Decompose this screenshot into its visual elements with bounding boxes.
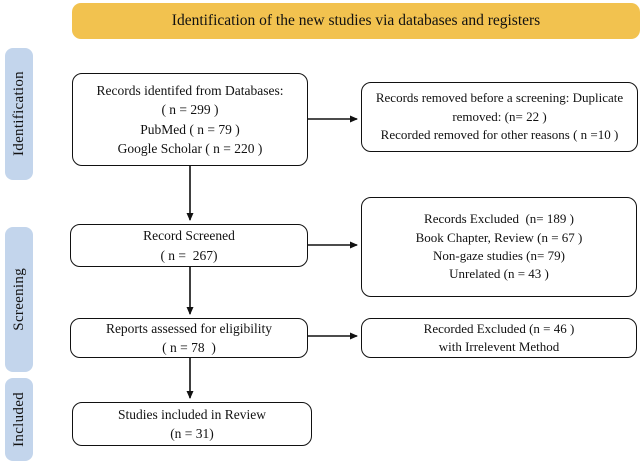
sidebar-stage-label: Identification (10, 71, 27, 157)
sidebar-stage-screening: Screening (5, 227, 33, 372)
box-line: Studies included in Review (117, 406, 267, 422)
box-line: Reports assessed for eligibility (105, 320, 273, 336)
flow-box-reports-excluded: Recorded Excluded (n = 46 ) with Irrelev… (361, 318, 637, 358)
flow-box-records-screened: Record Screened ( n = 267) (70, 224, 308, 267)
flow-box-reports-assessed: Reports assessed for eligibility ( n = 7… (70, 318, 308, 358)
box-line: Non-gaze studies (n= 79) (433, 248, 565, 263)
box-line: Google Scholar ( n = 220 ) (117, 140, 263, 156)
box-line: (n = 31) (170, 426, 214, 441)
box-line: Record Screened (143, 228, 235, 244)
sidebar-stage-label: Screening (10, 268, 27, 331)
box-line: Book Chapter, Review (n = 67 ) (415, 229, 583, 245)
sidebar-stage-identification: Identification (5, 48, 33, 180)
box-line: Records removed before a screening: Dupl… (375, 90, 624, 106)
box-line: with Irrelevent Method (438, 339, 560, 354)
box-line: PubMed ( n = 79 ) (140, 121, 240, 137)
flow-box-records-identified: Records identifed from Databases: ( n = … (72, 73, 308, 166)
box-line: ( n = 299 ) (161, 102, 219, 118)
box-line: removed: (n= 22 ) (452, 108, 547, 124)
sidebar-stage-included: Included (5, 378, 33, 461)
header-banner: Identification of the new studies via da… (72, 3, 640, 39)
box-line: Recorded Excluded (n = 46 ) (423, 320, 575, 336)
sidebar-stage-label: Included (10, 392, 27, 447)
header-title: Identification of the new studies via da… (171, 12, 541, 29)
box-line: Recorded removed for other reasons ( n =… (380, 127, 619, 143)
box-line: ( n = 267) (160, 247, 218, 263)
box-line: Unrelated (n = 43 ) (449, 266, 549, 282)
box-line: ( n = 78 ) (162, 340, 216, 355)
box-line: Records identifed from Databases: (96, 83, 284, 99)
flow-box-records-removed: Records removed before a screening: Dupl… (361, 82, 638, 152)
flow-box-records-excluded: Records Excluded (n= 189 ) Book Chapter,… (361, 197, 637, 297)
box-line: Records Excluded (n= 189 ) (424, 211, 574, 227)
flow-box-studies-included: Studies included in Review (n = 31) (72, 402, 312, 446)
